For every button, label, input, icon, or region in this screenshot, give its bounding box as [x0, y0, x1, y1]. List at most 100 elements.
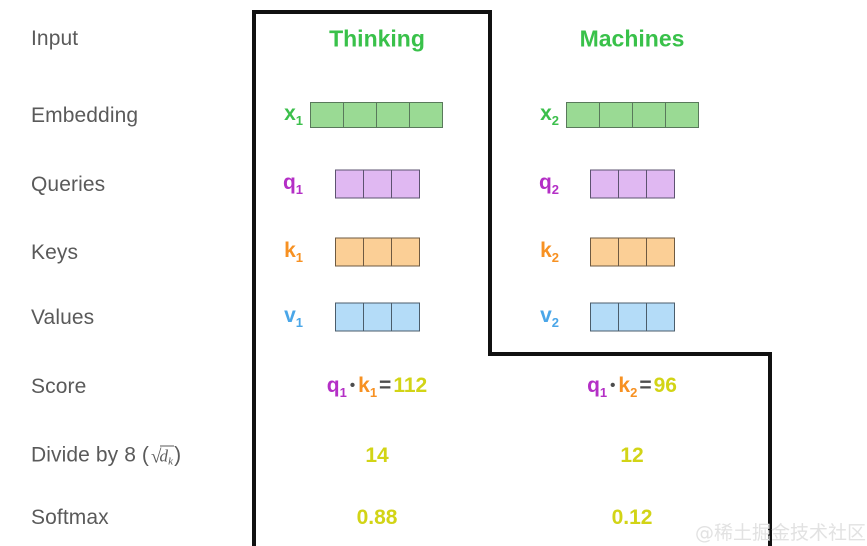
- vector-symbol-index: 2: [551, 250, 559, 266]
- score-key-letter: k: [358, 373, 370, 397]
- score-expression-left: q1•k1=112: [327, 374, 427, 400]
- vector-symbol-k1: k1: [284, 239, 303, 265]
- vector-strip-v1: [335, 302, 420, 332]
- row-label-softmax: Softmax: [31, 506, 109, 529]
- vector-cell: [665, 102, 699, 128]
- vector-symbol-index: 2: [551, 182, 559, 198]
- divide-value-right: 12: [620, 444, 644, 467]
- vector-strip-q1: [335, 169, 420, 199]
- vector-symbol-k2: k2: [540, 239, 559, 265]
- dot-product-operator-icon: •: [610, 376, 616, 394]
- score-key-term: k1: [358, 373, 378, 401]
- score-query-term: q1: [587, 373, 608, 401]
- vector-cell: [646, 169, 675, 199]
- vector-symbol-index: 2: [551, 113, 559, 129]
- row-label-embedding: Embedding: [31, 104, 139, 127]
- score-key-letter: k: [618, 373, 631, 397]
- vector-symbol-v2: v2: [540, 304, 559, 330]
- vector-cell: [409, 102, 443, 128]
- row-label-queries: Queries: [31, 173, 106, 196]
- score-key-index: 1: [369, 385, 378, 401]
- vector-strip-k1: [335, 237, 420, 267]
- vector-cell: [391, 169, 420, 199]
- divide-label-text: Divide by 8 (: [31, 443, 150, 467]
- radicand: dk: [159, 445, 175, 469]
- vector-symbol-index: 2: [551, 315, 559, 331]
- vector-symbol-letter: q: [282, 170, 296, 194]
- vector-cell: [590, 237, 619, 267]
- row-label-values: Values: [31, 306, 95, 329]
- vector-cell: [335, 169, 364, 199]
- outline-left-edge: [252, 10, 256, 546]
- vector-symbol-x2: x2: [540, 102, 559, 128]
- vector-cell: [646, 302, 675, 332]
- outline-lower-right-edge: [768, 352, 772, 546]
- vector-cell: [391, 237, 420, 267]
- vector-symbol-v1: v1: [284, 304, 303, 330]
- vector-cell: [363, 237, 392, 267]
- vector-cell: [391, 302, 420, 332]
- vector-cell: [335, 302, 364, 332]
- vector-symbol-letter: v: [284, 303, 296, 327]
- divide-label-suffix: ): [174, 443, 182, 467]
- vector-symbol-q1: q1: [283, 171, 303, 197]
- vector-symbol-index: 1: [295, 315, 303, 331]
- vector-strip-v2: [590, 302, 675, 332]
- vector-strip-x2: [566, 102, 699, 128]
- vector-cell: [566, 102, 600, 128]
- divide-value-left: 14: [365, 444, 389, 467]
- vector-cell: [335, 237, 364, 267]
- score-query-letter: q: [326, 373, 340, 397]
- vector-cell: [618, 302, 647, 332]
- vector-cell: [590, 302, 619, 332]
- vector-cell: [632, 102, 666, 128]
- vector-cell: [343, 102, 377, 128]
- vector-cell: [618, 169, 647, 199]
- vector-symbol-letter: v: [540, 303, 552, 327]
- softmax-value-right: 0.12: [611, 506, 653, 529]
- row-label-keys: Keys: [31, 241, 79, 264]
- outline-top-edge: [252, 10, 492, 14]
- vector-symbol-letter: k: [284, 238, 296, 262]
- score-query-letter: q: [587, 373, 600, 397]
- vector-strip-x1: [310, 102, 443, 128]
- score-query-term: q1: [326, 373, 347, 400]
- score-query-index: 1: [599, 385, 608, 401]
- outline-step-edge: [488, 352, 772, 356]
- vector-cell: [310, 102, 344, 128]
- score-key-term: k2: [618, 373, 638, 401]
- equals-sign: =: [639, 373, 652, 397]
- vector-strip-q2: [590, 169, 675, 199]
- vector-symbol-letter: x: [540, 101, 552, 125]
- equals-sign: =: [379, 373, 392, 397]
- vector-cell: [599, 102, 633, 128]
- vector-cell: [618, 237, 647, 267]
- vector-symbol-letter: k: [540, 238, 552, 262]
- sqrt-dk-formula: √dk: [149, 445, 175, 469]
- vector-symbol-q2: q2: [539, 171, 559, 197]
- column-header-thinking: Thinking: [329, 25, 425, 52]
- radicand-base: d: [159, 446, 169, 466]
- score-expression-right: q1•k2=96: [587, 374, 677, 400]
- radicand-subscript: k: [168, 455, 174, 468]
- vector-symbol-letter: x: [284, 101, 296, 125]
- vector-symbol-index: 1: [295, 182, 303, 198]
- row-label-input: Input: [31, 27, 79, 50]
- row-label-score: Score: [31, 375, 87, 398]
- score-key-index: 2: [630, 385, 638, 401]
- outline-upper-right-edge: [488, 10, 492, 356]
- dot-product-operator-icon: •: [349, 376, 356, 394]
- radical-sign-icon: √: [151, 446, 162, 468]
- row-label-divide-by-8: Divide by 8 (√dk): [31, 444, 181, 469]
- vector-strip-k2: [590, 237, 675, 267]
- vector-cell: [376, 102, 410, 128]
- vector-symbol-x1: x1: [284, 102, 303, 128]
- watermark: @稀土掘金技术社区: [695, 522, 867, 544]
- column-header-machines: Machines: [579, 25, 685, 52]
- vector-cell: [363, 302, 392, 332]
- vector-symbol-letter: q: [538, 170, 552, 194]
- softmax-value-left: 0.88: [356, 506, 398, 529]
- score-result-left: 112: [393, 373, 428, 397]
- vector-cell: [590, 169, 619, 199]
